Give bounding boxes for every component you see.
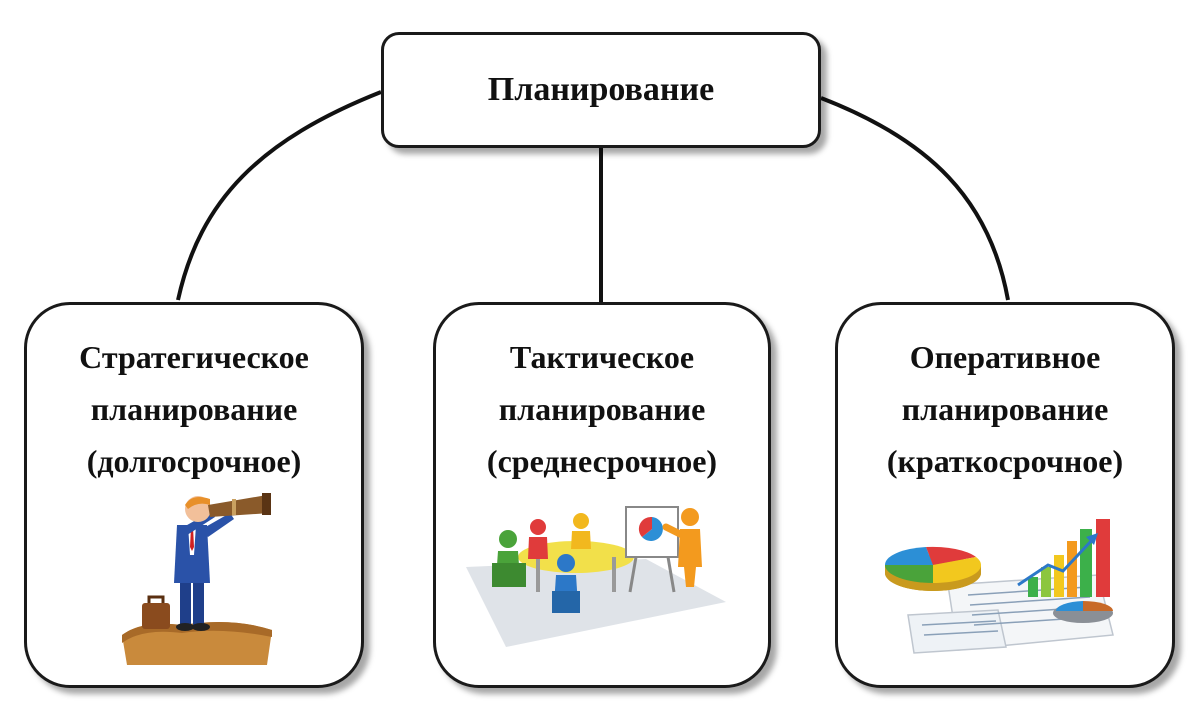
connector-right: [820, 96, 1010, 301]
tactical-planning-label: Тактическое планирование (среднесрочное): [436, 331, 768, 487]
root-node: Планирование: [381, 32, 821, 148]
operational-planning-label: Оперативное планирование (краткосрочное): [838, 331, 1172, 487]
team-meeting-icon: [466, 506, 726, 647]
node-subtitle: планирование: [498, 391, 706, 427]
strategic-planning-label: Стратегическое планирование (долгосрочно…: [27, 331, 361, 487]
node-title: Стратегическое: [79, 339, 309, 375]
node-title: Тактическое: [509, 339, 695, 375]
connector-left: [176, 90, 382, 301]
node-term: (краткосрочное): [886, 443, 1124, 479]
node-term: (долгосрочное): [86, 443, 302, 479]
root-title: Планирование: [487, 71, 715, 108]
node-subtitle: планирование: [90, 391, 298, 427]
operational-planning-node: Оперативное планирование (краткосрочное): [835, 302, 1175, 688]
tactical-planning-node: Тактическое планирование (среднесрочное): [433, 302, 771, 688]
node-term: (среднесрочное): [486, 443, 718, 479]
charts-reports-icon: [884, 519, 1114, 654]
strategic-planning-node: Стратегическое планирование (долгосрочно…: [24, 302, 364, 688]
businessman-telescope-icon: [122, 493, 272, 665]
node-title: Оперативное: [909, 339, 1101, 375]
node-subtitle: планирование: [901, 391, 1109, 427]
